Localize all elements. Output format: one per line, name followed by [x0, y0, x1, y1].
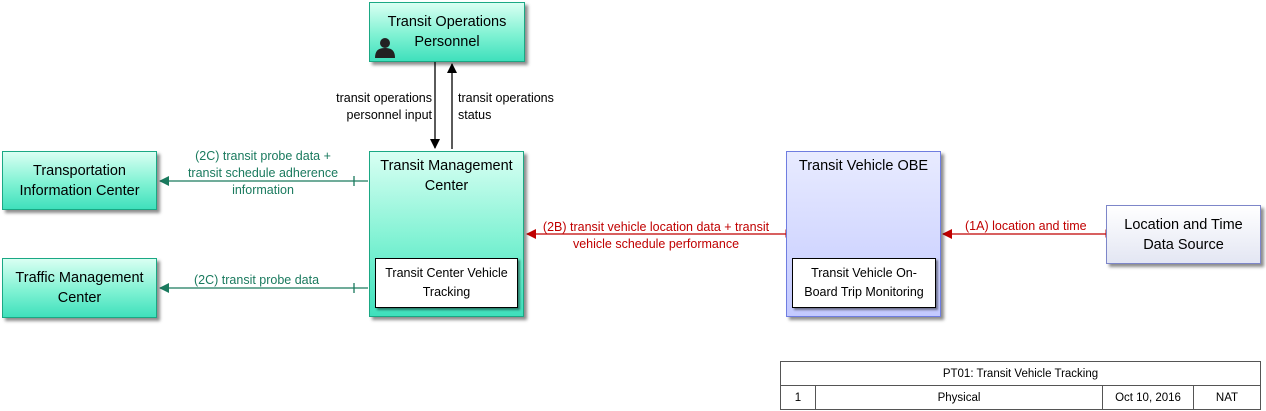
transit-management-center-node[interactable]: Transit Management Center Transit Center… — [369, 151, 524, 317]
traffic-management-center-node[interactable]: Traffic Management Center — [2, 258, 157, 318]
transit-center-vehicle-tracking-element[interactable]: Transit Center Vehicle Tracking — [375, 258, 518, 308]
flow-label-probe-schedule: (2C) transit probe data + transit schedu… — [187, 149, 339, 197]
title-block-date: Oct 10, 2016 — [1102, 385, 1194, 410]
node-title: Transit Operations Personnel — [387, 14, 507, 50]
node-title: Location and Time Data Source — [1124, 217, 1243, 253]
title-block-scope: NAT — [1193, 385, 1261, 410]
title-block-view: Physical — [815, 385, 1103, 410]
node-title: Traffic Management Center — [15, 270, 144, 306]
person-icon — [375, 38, 395, 58]
title-block: PT01: Transit Vehicle Tracking 1 Physica… — [780, 361, 1261, 410]
title-block-number: 1 — [780, 385, 816, 410]
transit-vehicle-obe-node[interactable]: Transit Vehicle OBE Transit Vehicle On-B… — [786, 151, 941, 317]
flow-label-status: transit operations status — [458, 91, 554, 122]
node-title: Transit Vehicle OBE — [798, 158, 929, 174]
transit-vehicle-onboard-trip-monitoring-element[interactable]: Transit Vehicle On-Board Trip Monitoring — [792, 258, 936, 308]
transportation-information-center-node[interactable]: Transportation Information Center — [2, 151, 157, 210]
node-title: Transportation Information Center — [19, 163, 140, 199]
node-title: Transit Management Center — [380, 158, 513, 194]
title-block-title: PT01: Transit Vehicle Tracking — [780, 361, 1261, 386]
transit-operations-personnel-node[interactable]: Transit Operations Personnel — [369, 2, 525, 62]
flow-label-personnel-input: transit operations personnel input — [336, 91, 432, 122]
flow-label-probe: (2C) transit probe data — [194, 273, 320, 287]
flow-label-location: (1A) location and time — [965, 219, 1087, 233]
flow-label-vehicle: (2B) transit vehicle location data + tra… — [542, 220, 770, 251]
location-and-time-data-source-node[interactable]: Location and Time Data Source — [1106, 205, 1261, 264]
